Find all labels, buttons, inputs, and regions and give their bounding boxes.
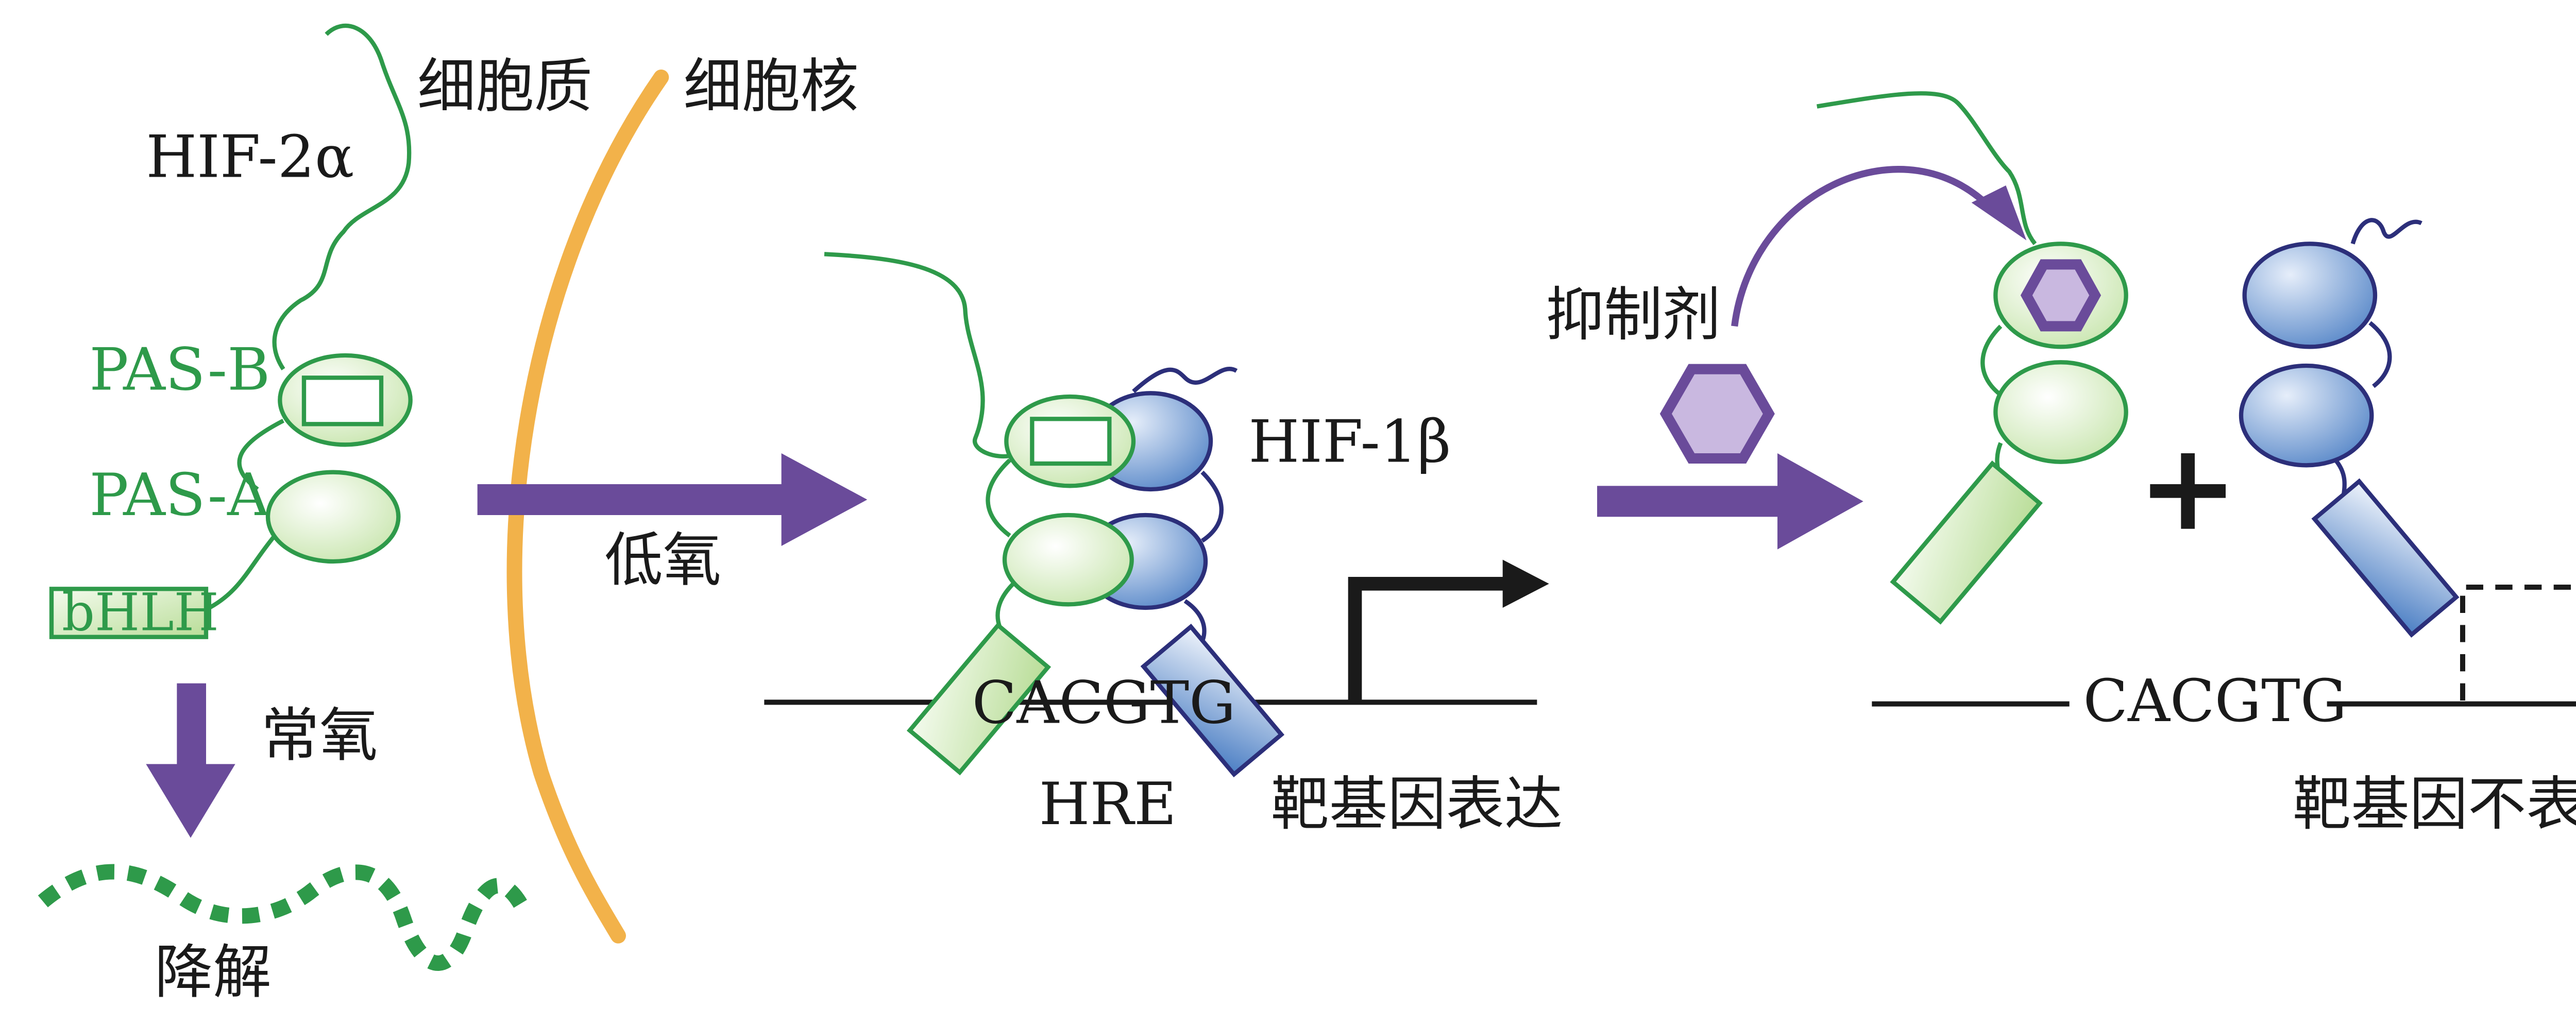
hypoxia-label: 低氧 <box>604 526 721 594</box>
inhibitor-binding-arrow <box>1731 166 1995 327</box>
hif2a-pas-a-inhibited <box>1993 360 2128 464</box>
bhlh-domain <box>49 587 209 639</box>
hif2a-pocket-bound <box>1030 417 1112 466</box>
hif1b-tail-line-3 <box>2350 218 2422 245</box>
pas-b-pocket <box>301 375 384 426</box>
normoxia-label: 常氧 <box>261 702 378 770</box>
hif1b-pas-b-free <box>2242 242 2378 349</box>
target-gene-expressed-label: 靶基因表达 <box>1271 770 1563 838</box>
hif2a-bhlh-bound <box>906 622 1052 776</box>
hif2a-tail-line <box>272 23 412 370</box>
cytoplasm-label: 细胞质 <box>417 53 592 121</box>
degradation-wave <box>38 864 531 971</box>
hif2a-linker-line-3 <box>1980 324 2003 397</box>
pas-linker-line <box>237 418 284 491</box>
hif2a-pas-a-bound <box>1002 512 1134 607</box>
hypoxia-arrow <box>477 453 868 546</box>
hre-sequence-2: CACGTG <box>2083 667 2347 735</box>
hif2a-tail-line-2 <box>824 252 1014 459</box>
hif1b-bhlh-bound <box>1140 623 1285 778</box>
pas-a-domain <box>265 470 401 564</box>
plus-sign <box>2150 453 2226 529</box>
transcription-arrow-inactive <box>2460 585 2576 701</box>
hif1b-pas-a-free <box>2239 363 2374 468</box>
hif1b-linker-line-3 <box>2368 321 2392 388</box>
hif2a-bhlh-free <box>1890 460 2043 625</box>
hif2a-inhibited <box>1816 91 2128 625</box>
pas-a-label: PAS-A <box>89 461 270 529</box>
hre-label: HRE <box>1039 770 1177 838</box>
pas-b-label: PAS-B <box>89 336 270 404</box>
inhibitor-molecule <box>1659 364 1775 464</box>
normoxia-arrow <box>146 683 235 838</box>
inhibitor-binding-arrowhead <box>1971 185 2027 241</box>
inhibitor-label: 抑制剂 <box>1546 281 1721 349</box>
hre-sequence-1: CACGTG <box>972 669 1236 737</box>
bhlh-label: bHLH <box>62 582 219 642</box>
bhlh-linker-line <box>205 534 277 612</box>
hif1b-free <box>2239 218 2460 638</box>
hif1b-bhlh-free <box>2311 478 2460 638</box>
target-gene-not-expressed-label: 靶基因不表达 <box>2293 770 2576 838</box>
hif2a-protein-cytoplasm <box>49 23 413 639</box>
inhibitor-bound <box>2020 259 2102 332</box>
hif1b-tail-line <box>1132 367 1238 394</box>
transcription-arrow-active <box>1348 559 1549 703</box>
hif-heterodimer-bound <box>824 252 1285 778</box>
nuclear-membrane <box>506 70 669 944</box>
hif2a-tail-line-3 <box>1816 91 2037 245</box>
nucleus-label: 细胞核 <box>684 53 859 121</box>
inhibitor-arrow <box>1597 453 1863 550</box>
hif1b-label: HIF-1β <box>1248 408 1451 476</box>
hif2a-label: HIF-2α <box>146 123 354 191</box>
degradation-label: 降解 <box>155 938 272 1006</box>
